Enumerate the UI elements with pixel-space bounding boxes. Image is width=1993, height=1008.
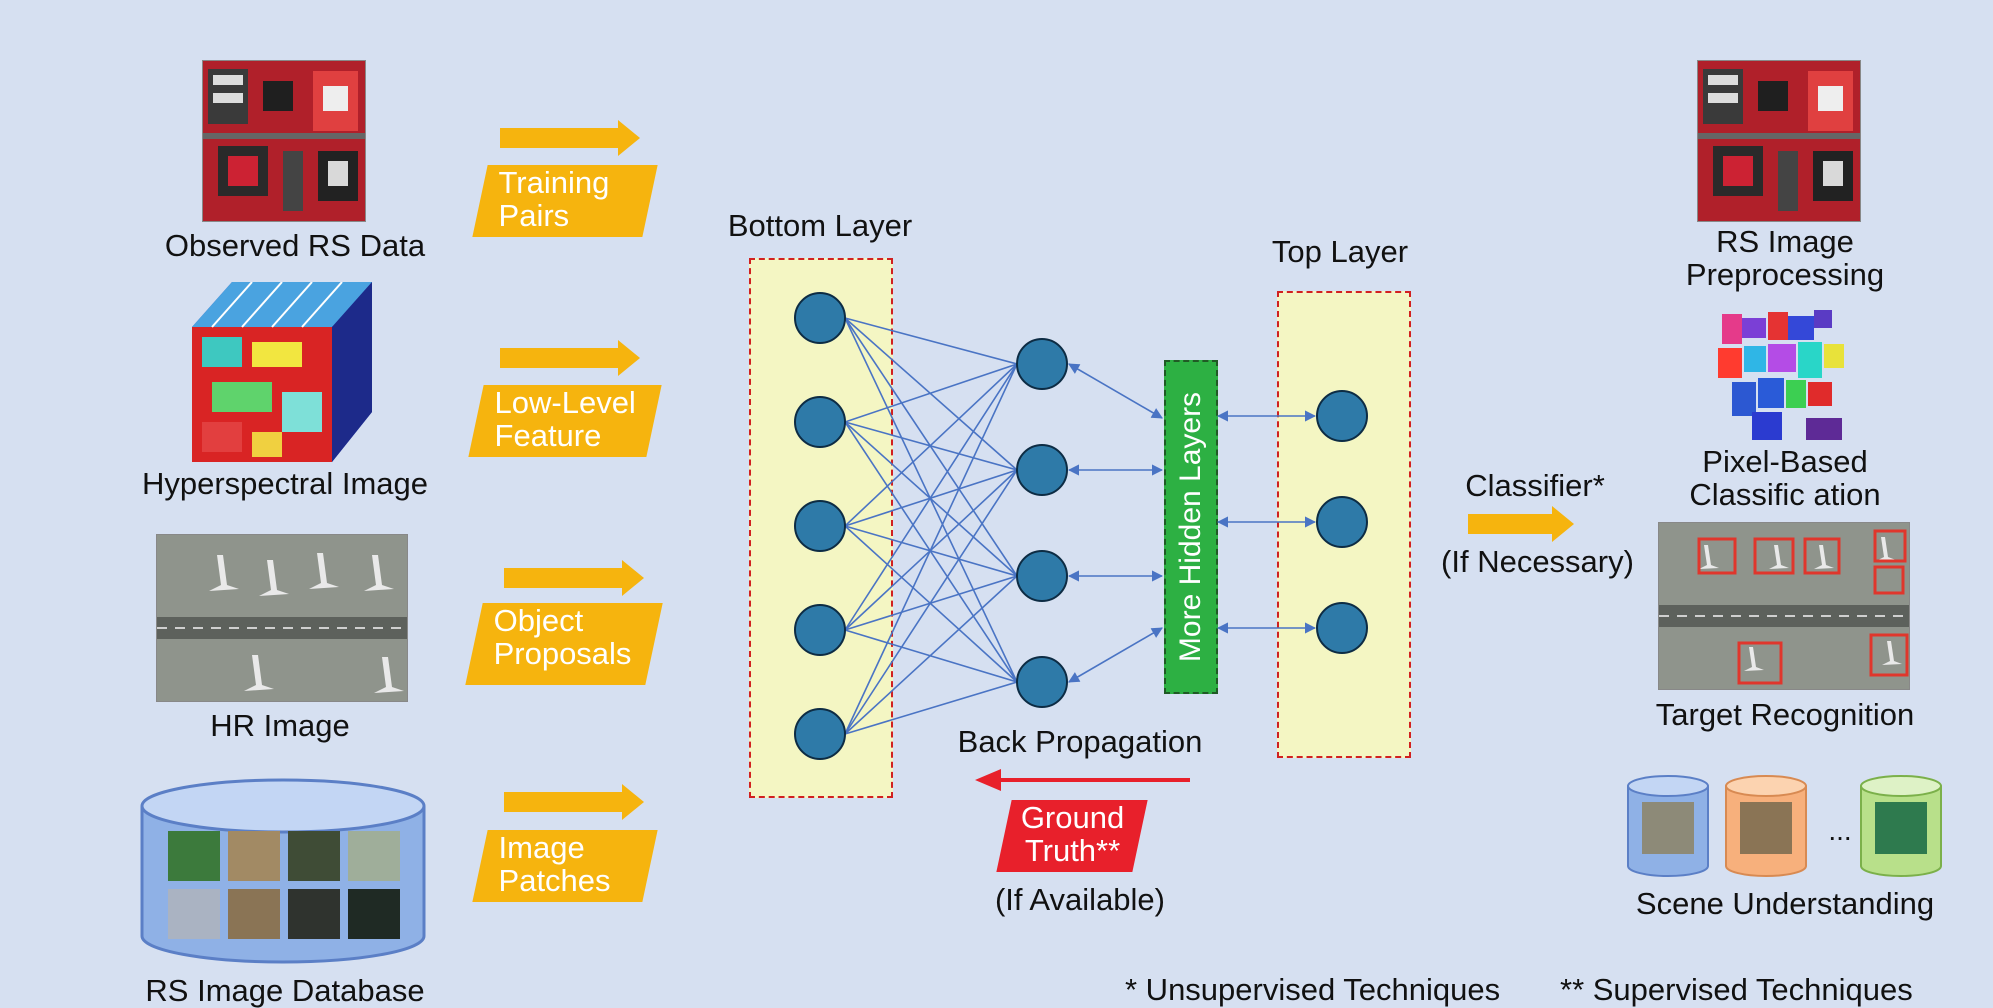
output-label-target-recognition: Target Recognition xyxy=(1655,697,1915,732)
back-propagation-label: Back Propagation xyxy=(957,724,1203,759)
bottom-node-3 xyxy=(794,604,846,656)
input-arrow-object-proposals xyxy=(504,560,644,596)
edge-middle-3-hidden xyxy=(1068,627,1163,683)
pixel-classification-map xyxy=(1718,310,1844,440)
hyperspectral-cube-image xyxy=(192,282,372,462)
classifier-note: (If Necessary) xyxy=(1441,544,1634,579)
ground-truth-note: (If Available) xyxy=(994,882,1165,917)
observed-rs-data-image xyxy=(202,60,366,222)
more-hidden-layers-box: More Hidden Layers xyxy=(1164,360,1218,694)
edge-bottom-0-middle-0 xyxy=(844,317,1018,365)
top-node-1 xyxy=(1316,496,1368,548)
bottom-node-0 xyxy=(794,292,846,344)
input-label-hyperspectral-image: Hyperspectral Image xyxy=(141,466,428,501)
input-arrow-low-level-feature xyxy=(500,340,640,376)
edge-bottom-2-middle-3 xyxy=(844,525,1018,683)
edge-bottom-0-middle-1 xyxy=(844,317,1018,471)
ground-truth-text: Ground Truth** xyxy=(1020,800,1125,868)
edge-bottom-1-middle-0 xyxy=(844,363,1018,423)
target-recognition-image xyxy=(1658,522,1910,690)
classifier-arrow xyxy=(1468,506,1574,542)
input-arrow-image-patches xyxy=(504,784,644,820)
top-node-0 xyxy=(1316,390,1368,442)
middle-node-1 xyxy=(1016,444,1068,496)
footnote-unsupervised: * Unsupervised Techniques xyxy=(1125,972,1501,1007)
middle-node-0 xyxy=(1016,338,1068,390)
input-arrow-training-pairs xyxy=(500,120,640,156)
input-label-observed-rs-data: Observed RS Data xyxy=(164,228,426,263)
edge-bottom-3-middle-0 xyxy=(844,363,1018,631)
edge-bottom-0-middle-2 xyxy=(844,317,1018,577)
output-label-pixel-based-classification: Pixel-Based Classific ation xyxy=(1689,444,1881,512)
middle-node-2 xyxy=(1016,550,1068,602)
bottom-node-4 xyxy=(794,708,846,760)
back-propagation-arrow xyxy=(975,769,1190,791)
edge-bottom-4-middle-0 xyxy=(844,363,1018,735)
output-label-scene-understanding: Scene Understanding xyxy=(1635,886,1935,921)
bottom-node-1 xyxy=(794,396,846,448)
edge-bottom-1-middle-2 xyxy=(844,421,1018,577)
top-layer-label: Top Layer xyxy=(1271,234,1409,269)
classifier-label: Classifier* xyxy=(1465,468,1605,503)
input-label-hr-image: HR Image xyxy=(210,708,350,743)
scene-understanding-icons xyxy=(1627,775,1942,877)
footnote-supervised: ** Supervised Techniques xyxy=(1560,972,1913,1007)
rs-image-database-icon xyxy=(140,778,426,964)
rs-preprocessing-image xyxy=(1697,60,1861,222)
bottom-layer-label: Bottom Layer xyxy=(727,208,913,243)
edge-bottom-4-middle-1 xyxy=(844,469,1018,735)
output-label-rs-image-preprocessing: RS Image Preprocessing xyxy=(1685,224,1885,292)
edge-bottom-4-middle-3 xyxy=(844,681,1018,735)
ground-truth-badge: Ground Truth** xyxy=(996,800,1148,872)
edge-middle-0-hidden xyxy=(1068,363,1163,419)
edge-bottom-2-middle-0 xyxy=(844,363,1018,527)
middle-node-3 xyxy=(1016,656,1068,708)
scene-ellipsis: ... xyxy=(1828,815,1852,846)
hr-image-thumbnail xyxy=(156,534,408,702)
edge-bottom-4-middle-2 xyxy=(844,575,1018,735)
bottom-node-2 xyxy=(794,500,846,552)
top-node-2 xyxy=(1316,602,1368,654)
edge-bottom-1-middle-3 xyxy=(844,421,1018,683)
